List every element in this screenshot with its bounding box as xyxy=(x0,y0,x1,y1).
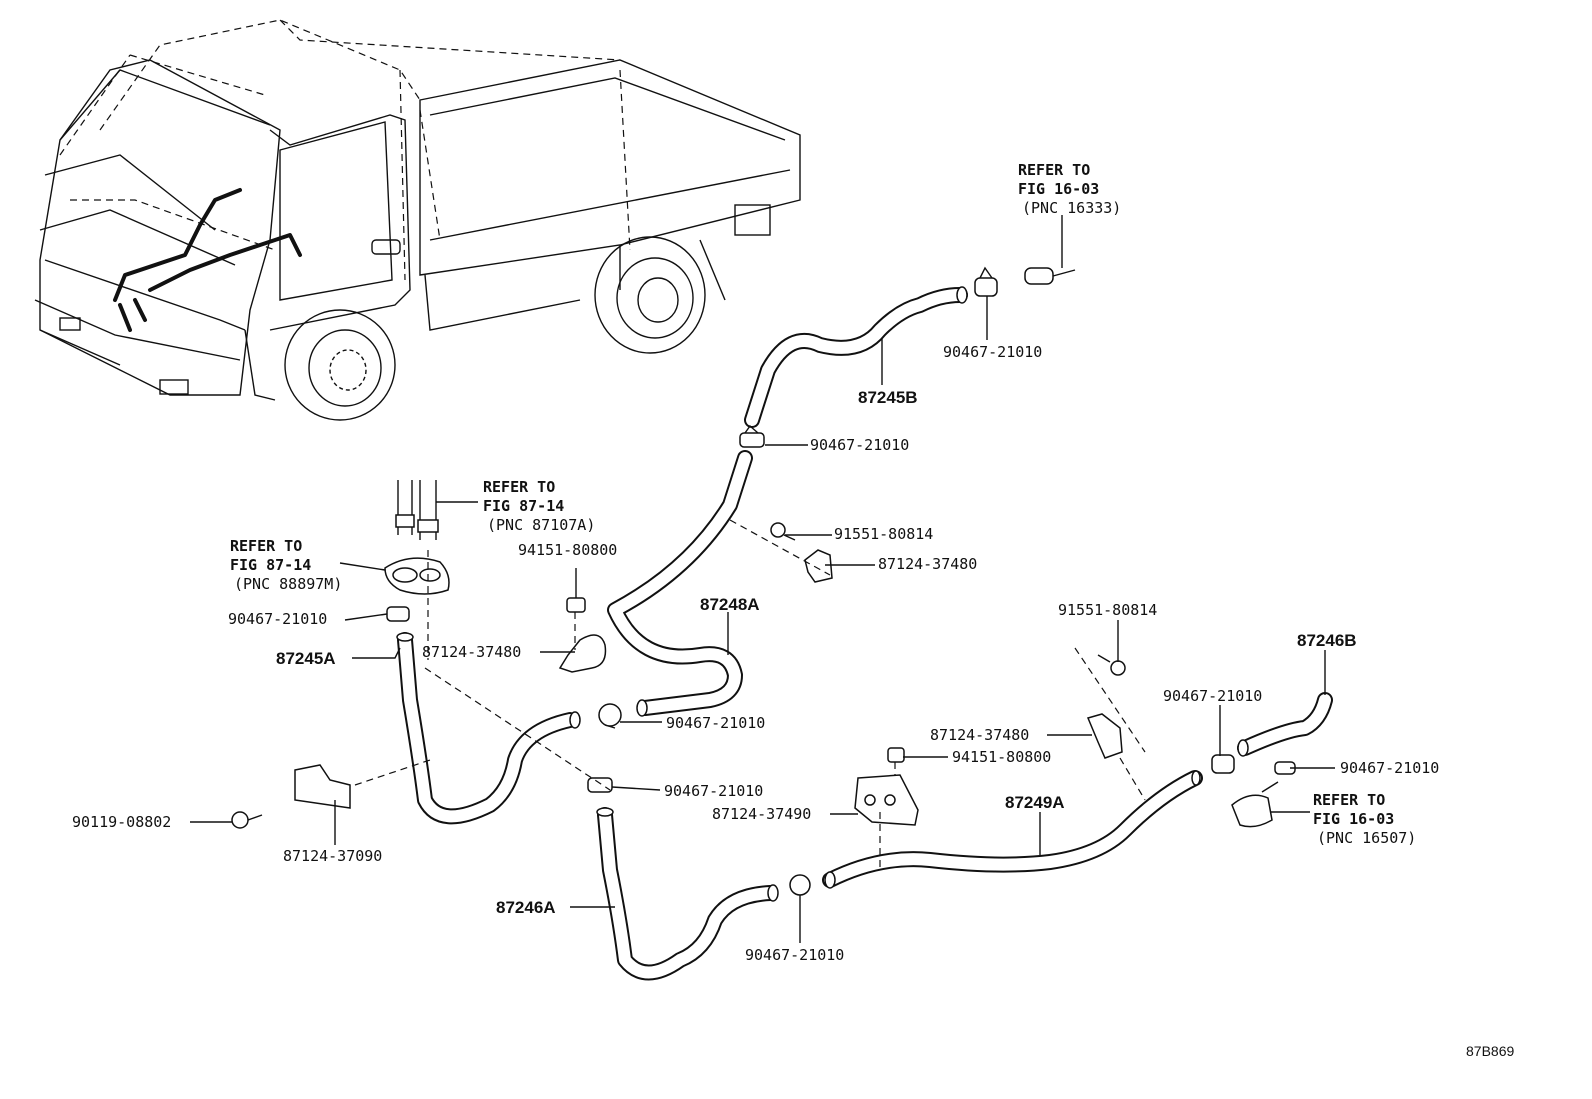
part-label: 87124-37480 xyxy=(930,726,1029,744)
clamp-icon xyxy=(1211,754,1235,774)
bracket-icon xyxy=(804,549,833,583)
part-label: 90467-21010 xyxy=(810,436,909,454)
part-label: 87124-37490 xyxy=(712,805,811,823)
fitting-icon xyxy=(1024,267,1076,285)
part-label: 87124-37480 xyxy=(422,643,521,661)
fitting-icon xyxy=(1231,781,1279,828)
part-label: 91551-80814 xyxy=(1058,601,1157,619)
part-label: 87124-37090 xyxy=(283,847,382,865)
bracket-icon xyxy=(1086,713,1123,759)
refer-line-1: REFER TO xyxy=(483,478,555,496)
refer-line-3: (PNC 88897M) xyxy=(234,575,342,593)
hose-87245a xyxy=(397,632,578,825)
clamp-icon xyxy=(587,777,613,793)
pipe-icon xyxy=(395,480,439,540)
refer-line-2: FIG 87-14 xyxy=(483,497,564,515)
hose-87248a xyxy=(607,450,753,716)
label-87249a: 87249A xyxy=(1005,793,1065,812)
bolt-icon xyxy=(1097,654,1126,676)
clamp-icon xyxy=(789,874,811,896)
label-87248a: 87248A xyxy=(700,595,760,614)
refer-line-1: REFER TO xyxy=(1018,161,1090,179)
nut-icon xyxy=(887,747,905,763)
part-label: 90119-08802 xyxy=(72,813,171,831)
part-label: 90467-21010 xyxy=(943,343,1042,361)
refer-to-fig87-14-pnc87107a: REFER TO FIG 87-14 (PNC 87107A) xyxy=(483,478,595,534)
part-label: 90467-21010 xyxy=(666,714,765,732)
hose-87245b xyxy=(744,287,968,428)
nut-icon xyxy=(566,597,586,613)
refer-line-1: REFER TO xyxy=(230,537,302,555)
hose-87246a xyxy=(597,807,778,981)
clamp-icon xyxy=(386,606,410,622)
part-label: 90467-21010 xyxy=(1163,687,1262,705)
hose-87246b xyxy=(1237,692,1333,756)
assembly-lines xyxy=(354,519,1146,868)
refer-to-fig87-14-pnc88897m: REFER TO FIG 87-14 (PNC 88897M) xyxy=(230,537,342,593)
hose-end-caps xyxy=(396,286,1249,902)
clamp-icon xyxy=(739,424,765,448)
bracket-icon xyxy=(854,774,919,826)
reservoir-icon xyxy=(384,557,450,595)
part-label: 90467-21010 xyxy=(745,946,844,964)
refer-line-2: FIG 16-03 xyxy=(1313,810,1394,828)
part-label: 90467-21010 xyxy=(1340,759,1439,777)
refer-line-2: FIG 87-14 xyxy=(230,556,311,574)
bracket-icon xyxy=(294,764,351,809)
refer-to-fig16-03-pnc16333: REFER TO FIG 16-03 (PNC 16333) xyxy=(1018,161,1121,217)
refer-to-fig16-03-pnc16507: REFER TO FIG 16-03 (PNC 16507) xyxy=(1313,791,1416,847)
refer-line-1: REFER TO xyxy=(1313,791,1385,809)
bolt-icon xyxy=(231,811,263,829)
refer-line-3: (PNC 16333) xyxy=(1022,199,1121,217)
part-label: 87124-37480 xyxy=(878,555,977,573)
part-label: 91551-80814 xyxy=(834,525,933,543)
label-87246b: 87246B xyxy=(1297,631,1357,650)
part-label: 94151-80800 xyxy=(952,748,1051,766)
part-label: 90467-21010 xyxy=(228,610,327,628)
refer-line-2: FIG 16-03 xyxy=(1018,180,1099,198)
clamp-icon xyxy=(974,266,998,297)
label-87245b: 87245B xyxy=(858,388,918,407)
part-label: 90467-21010 xyxy=(664,782,763,800)
hose-87249a xyxy=(822,770,1203,888)
bolt-icon xyxy=(770,522,796,541)
refer-line-3: (PNC 16507) xyxy=(1317,829,1416,847)
refer-line-3: (PNC 87107A) xyxy=(487,516,595,534)
clamp-icon xyxy=(598,703,622,729)
figure-code: 87B869 xyxy=(1466,1043,1514,1059)
leader-lines xyxy=(190,215,1335,943)
truck-illustration xyxy=(34,19,801,421)
bracket-icon xyxy=(558,634,607,673)
part-label: 94151-80800 xyxy=(518,541,617,559)
label-87246a: 87246A xyxy=(496,898,556,917)
label-87245a: 87245A xyxy=(276,649,336,668)
